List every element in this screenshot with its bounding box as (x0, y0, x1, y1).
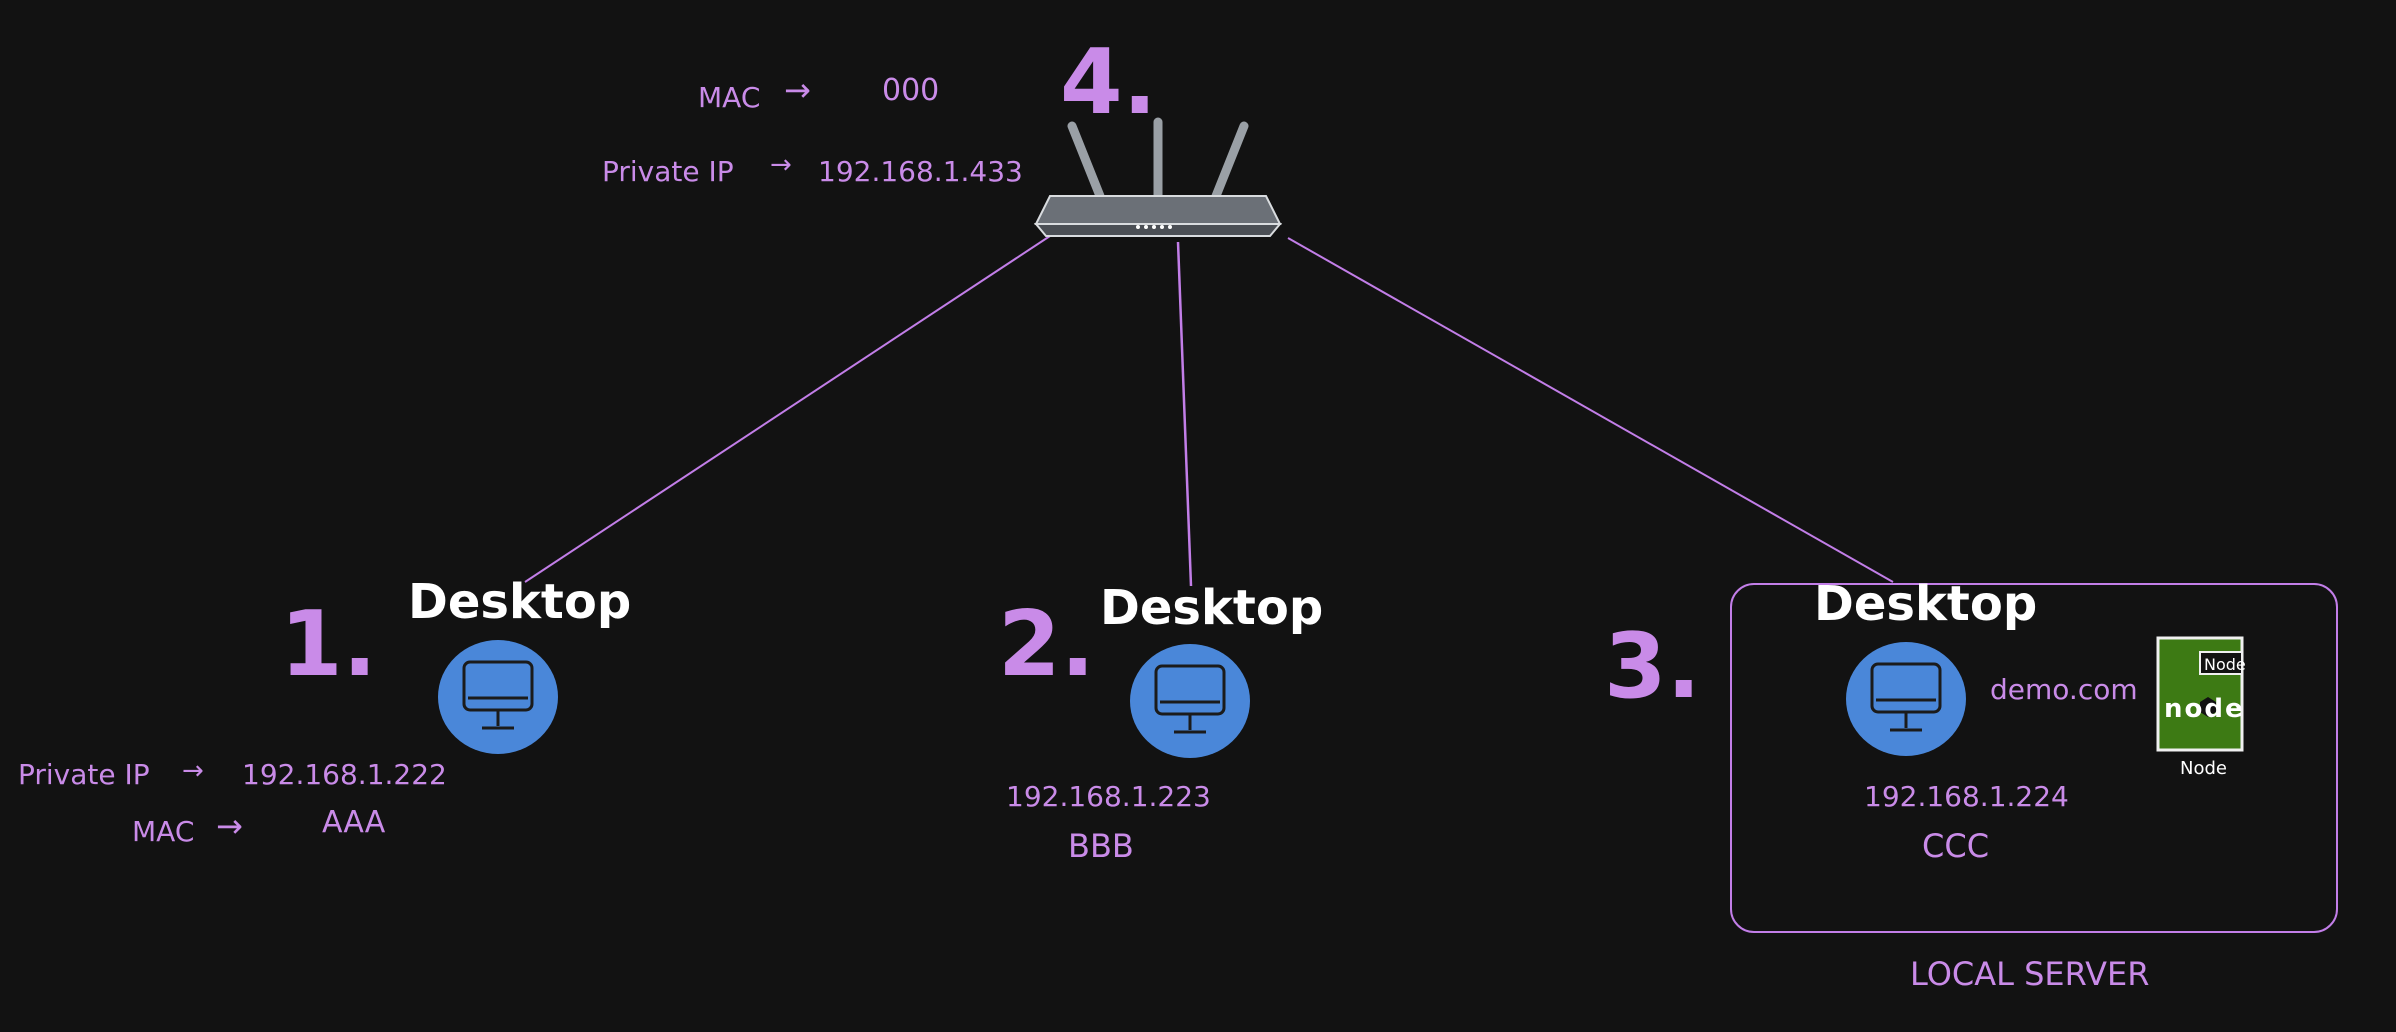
desktop-1-mac-label: MAC (132, 815, 195, 848)
desktop-1-mac-value: AAA (322, 805, 386, 840)
desktop-3-ip-value: 192.168.1.224 (1864, 780, 2069, 813)
local-server-label: LOCAL SERVER (1910, 955, 2150, 993)
desktop-2-monitor-icon (1130, 644, 1250, 758)
node-logo-text: node (2164, 694, 2245, 724)
router-mac-arrow: → (784, 71, 811, 109)
desktop-1-ip-value: 192.168.1.222 (242, 758, 447, 791)
desktop-3-mac-value: CCC (1922, 827, 1990, 865)
desktop-1-ip-label: Private IP (18, 758, 150, 791)
router-number: 4. (1060, 30, 1157, 135)
desktop-2-mac-value: BBB (1068, 827, 1134, 865)
local-server-box (1730, 583, 2338, 933)
router-mac-value: 000 (882, 73, 940, 108)
desktop-1-mac-arrow: → (216, 807, 243, 845)
desktop-3-number: 3. (1604, 614, 1701, 719)
desktop-1-title: Desktop (408, 574, 632, 630)
router-ip-arrow: → (770, 150, 792, 180)
desktop-1-monitor-icon (438, 640, 558, 754)
link-router-desktop-3 (1287, 237, 1894, 583)
link-router-desktop-1 (524, 235, 1051, 583)
router-icon (1030, 112, 1286, 242)
router-ip-label: Private IP (602, 155, 734, 188)
desktop-2-ip-value: 192.168.1.223 (1006, 780, 1211, 813)
router-mac-label: MAC (698, 81, 761, 114)
desktop-2-number: 2. (998, 592, 1095, 697)
desktop-1-ip-arrow: → (182, 756, 204, 786)
router-ip-value: 192.168.1.433 (818, 155, 1023, 188)
desktop-3-monitor-icon (1846, 642, 1966, 756)
desktop-3-domain: demo.com (1990, 673, 2138, 706)
desktop-2-title: Desktop (1100, 580, 1324, 636)
desktop-1-number: 1. (280, 592, 377, 697)
nodejs-icon: Node node (2156, 636, 2246, 754)
node-tag: Node (2204, 655, 2246, 674)
node-caption: Node (2180, 758, 2227, 779)
link-router-desktop-2 (1176, 241, 1193, 587)
desktop-3-title: Desktop (1814, 576, 2038, 632)
